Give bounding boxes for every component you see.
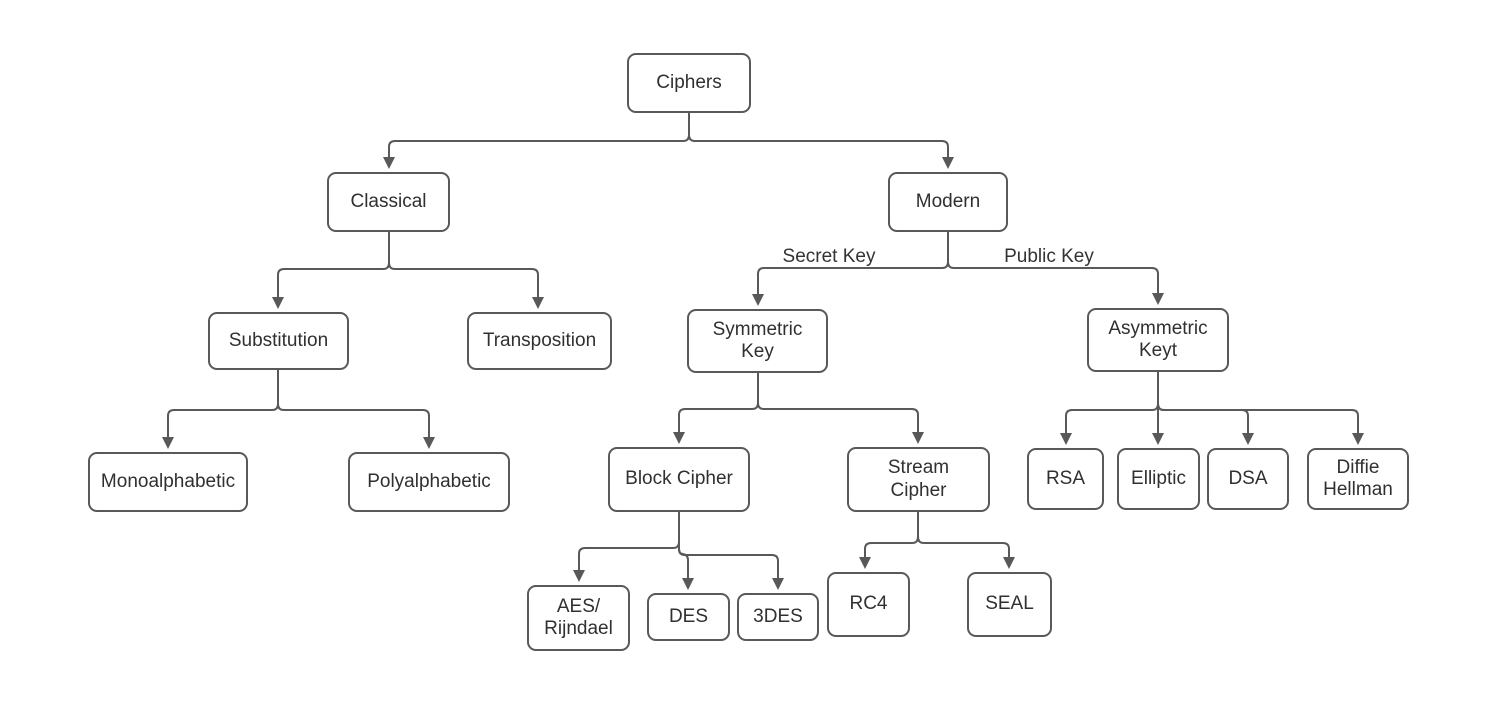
- node-rsa-label: RSA: [1045, 467, 1086, 489]
- connector-block-des: [678, 511, 694, 590]
- node-des-label: DES: [668, 605, 709, 627]
- node-substitution-label: Substitution: [228, 329, 329, 351]
- edge-label-secret-key: Secret Key: [782, 246, 876, 267]
- connector-substitution-monoalphabetic: [162, 369, 279, 449]
- node-elliptic[interactable]: Elliptic: [1117, 448, 1200, 510]
- connector-stream-rc4: [859, 511, 919, 569]
- node-rsa[interactable]: RSA: [1027, 448, 1104, 510]
- node-substitution[interactable]: Substitution: [208, 312, 349, 370]
- node-stream-cipher[interactable]: Stream Cipher: [847, 447, 990, 512]
- node-stream-cipher-label: Stream Cipher: [887, 457, 950, 501]
- connector-substitution-polyalphabetic: [277, 369, 435, 449]
- connector-classical-substitution: [272, 231, 390, 309]
- connector-stream-seal: [917, 511, 1015, 569]
- node-modern-label: Modern: [915, 190, 981, 212]
- node-rc4-label: RC4: [849, 593, 888, 615]
- node-polyalphabetic-label: Polyalphabetic: [367, 470, 491, 492]
- node-polyalphabetic[interactable]: Polyalphabetic: [348, 452, 510, 512]
- node-des[interactable]: DES: [647, 593, 730, 641]
- node-symmetric-key-label: Symmetric Key: [712, 318, 803, 362]
- node-classical-label: Classical: [350, 190, 427, 212]
- node-transposition[interactable]: Transposition: [467, 312, 612, 370]
- node-ciphers-label: Ciphers: [656, 71, 722, 93]
- node-3des-label: 3DES: [753, 605, 803, 627]
- node-elliptic-label: Elliptic: [1131, 467, 1186, 489]
- connector-ciphers-classical: [383, 112, 690, 169]
- connector-classical-transposition: [388, 231, 544, 309]
- node-diffie-hellman-label: Diffie Hellman: [1323, 456, 1393, 500]
- node-dsa[interactable]: DSA: [1207, 448, 1289, 510]
- connector-block-aes: [573, 511, 680, 582]
- connector-block-3des: [678, 511, 784, 590]
- node-transposition-label: Transposition: [482, 329, 597, 351]
- node-diffie-hellman[interactable]: Diffie Hellman: [1307, 448, 1409, 510]
- node-dsa-label: DSA: [1228, 467, 1268, 489]
- node-classical[interactable]: Classical: [327, 172, 450, 232]
- node-block-cipher-label: Block Cipher: [625, 468, 733, 490]
- connector-modern-asymmetric: [947, 231, 1164, 305]
- connector-asymmetric-rsa: [1060, 371, 1159, 445]
- node-symmetric-key[interactable]: Symmetric Key: [687, 309, 828, 373]
- node-aes-rijndael-label: AES/ Rijndael: [544, 595, 613, 639]
- edge-label-public-key: Public Key: [1004, 246, 1094, 267]
- connector-symmetric-stream: [757, 372, 924, 444]
- node-asymmetric-key-label: Asymmetric Keyt: [1108, 317, 1208, 361]
- node-monoalphabetic-label: Monoalphabetic: [100, 470, 236, 492]
- node-asymmetric-key[interactable]: Asymmetric Keyt: [1087, 308, 1229, 372]
- connector-asymmetric-dsa: [1157, 371, 1254, 445]
- node-rc4[interactable]: RC4: [827, 572, 910, 637]
- connector-ciphers-modern: [688, 112, 954, 169]
- node-block-cipher[interactable]: Block Cipher: [608, 447, 750, 512]
- node-modern[interactable]: Modern: [888, 172, 1008, 232]
- node-3des[interactable]: 3DES: [737, 593, 819, 641]
- node-seal-label: SEAL: [985, 593, 1034, 615]
- node-ciphers[interactable]: Ciphers: [627, 53, 751, 113]
- node-seal[interactable]: SEAL: [967, 572, 1052, 637]
- connector-asymmetric-diffie: [1157, 371, 1364, 445]
- node-aes-rijndael[interactable]: AES/ Rijndael: [527, 585, 630, 651]
- connector-symmetric-block: [673, 372, 759, 444]
- node-monoalphabetic[interactable]: Monoalphabetic: [88, 452, 248, 512]
